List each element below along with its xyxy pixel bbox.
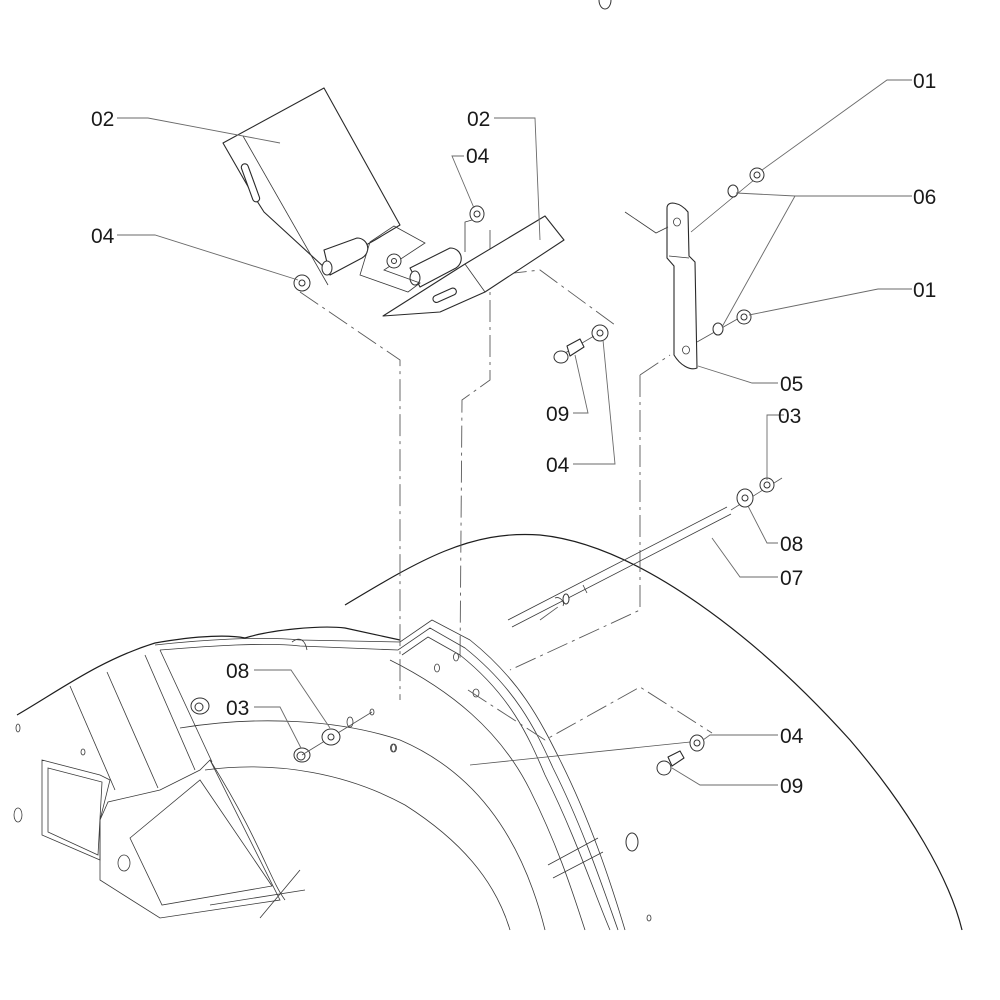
washer-04-left <box>293 274 311 292</box>
leader-04-top <box>451 155 475 209</box>
leader-08-drum <box>254 669 331 729</box>
leader-05 <box>697 365 778 384</box>
frame-rib-3 <box>209 889 306 906</box>
frame-gusset <box>99 759 281 919</box>
callout-08-rod: 08 <box>780 533 803 556</box>
leader-02-left <box>117 117 281 144</box>
assembly-lines <box>299 230 713 741</box>
bolt-09-lower <box>469 734 705 776</box>
callout-04-left: 04 <box>91 225 115 248</box>
drum-inner-ring-2 <box>204 766 511 931</box>
hinge-flap-right <box>382 215 565 317</box>
callout-05: 05 <box>780 373 803 396</box>
leader-03-drum <box>254 706 302 749</box>
back-ring-stud <box>291 638 308 651</box>
leader-09-lower <box>671 767 778 786</box>
drum-front-flange-edge <box>401 636 611 931</box>
leader-03-rod <box>766 414 784 480</box>
callout-03-rod: 03 <box>778 405 801 428</box>
frame-diagonal-3 <box>144 654 196 771</box>
leader-04-mid <box>573 339 616 465</box>
callout-08-drum: 08 <box>226 660 249 683</box>
frame-gusset-inner <box>129 779 273 906</box>
leader-02-right <box>494 117 541 241</box>
drum-inner-ring-1 <box>179 720 546 931</box>
front-hole-2 <box>434 663 440 673</box>
callout-04-lower: 04 <box>780 725 804 748</box>
callout-01-bottom: 01 <box>913 279 936 302</box>
callout-06: 06 <box>913 186 936 209</box>
bolt-09-mid <box>553 335 595 364</box>
washer-04-top <box>464 205 485 252</box>
frame-diagonal-2 <box>106 671 159 789</box>
callout-labels: 02 04 02 04 01 06 01 05 09 04 03 08 07 0… <box>91 70 936 798</box>
callout-04-top: 04 <box>466 145 490 168</box>
leader-09-mid <box>573 354 589 414</box>
fastener-set-lower <box>696 309 752 343</box>
drum-front-flange <box>154 619 626 931</box>
washer-04-mid <box>591 324 609 342</box>
front-hole-4 <box>472 688 480 698</box>
bracket-strap <box>624 202 698 370</box>
front-hole-6 <box>646 914 652 922</box>
front-hole-5 <box>391 743 397 753</box>
rim-hole-left-2 <box>15 723 21 733</box>
frame-diagonal-4 <box>159 649 213 763</box>
callout-07: 07 <box>780 567 803 590</box>
callout-09-mid: 09 <box>546 403 569 426</box>
hinge-flap-left <box>222 87 401 286</box>
drum-front-flange-inner <box>159 627 619 931</box>
drum-washer-08 <box>301 708 375 756</box>
leader-08-rod <box>747 505 778 544</box>
callout-04-mid: 04 <box>546 454 570 477</box>
drum-inner-ring-3 <box>389 659 586 931</box>
drum-nut-upper-left <box>190 697 210 715</box>
fastener-set-upper <box>690 167 765 233</box>
frame-left-bracket-inner <box>47 767 103 856</box>
tie-rod <box>507 477 783 628</box>
callout-03-drum: 03 <box>226 697 249 720</box>
rim-nut-left <box>13 807 23 823</box>
callout-09-lower: 09 <box>780 775 803 798</box>
leader-01-bottom <box>748 288 912 316</box>
callout-01-top: 01 <box>913 70 936 93</box>
callout-02-right: 02 <box>467 108 490 131</box>
front-hole-3 <box>453 652 459 662</box>
callout-02-left: 02 <box>91 108 114 131</box>
rim-hole-left <box>80 748 86 756</box>
front-shaft-stub <box>547 0 639 879</box>
hinge-pin <box>359 225 426 293</box>
leader-04-left <box>117 234 299 281</box>
drum-housing <box>13 0 963 931</box>
leader-01-top <box>761 79 912 171</box>
drum-outer-arc <box>344 533 963 931</box>
leader-04-lower <box>702 734 778 741</box>
leader-07 <box>711 537 778 578</box>
frame-hole <box>117 854 131 872</box>
frame-diagonal-1 <box>69 685 116 791</box>
drum-rear-rim <box>16 626 401 716</box>
leader-06 <box>721 192 912 328</box>
leader-lines <box>117 79 912 786</box>
frame-rib-1 <box>209 759 286 901</box>
